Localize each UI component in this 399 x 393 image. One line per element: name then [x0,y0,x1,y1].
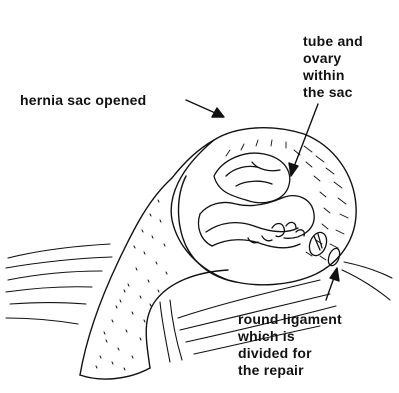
sac-stippling [96,200,167,370]
label-round-ligament: round ligament which is divided for the … [238,311,342,379]
label-hernia-sac-opened: hernia sac opened [20,92,146,109]
label-tube-and-ovary: tube and ovary within the sac [303,33,363,101]
round-ligament-drawing [306,230,341,267]
